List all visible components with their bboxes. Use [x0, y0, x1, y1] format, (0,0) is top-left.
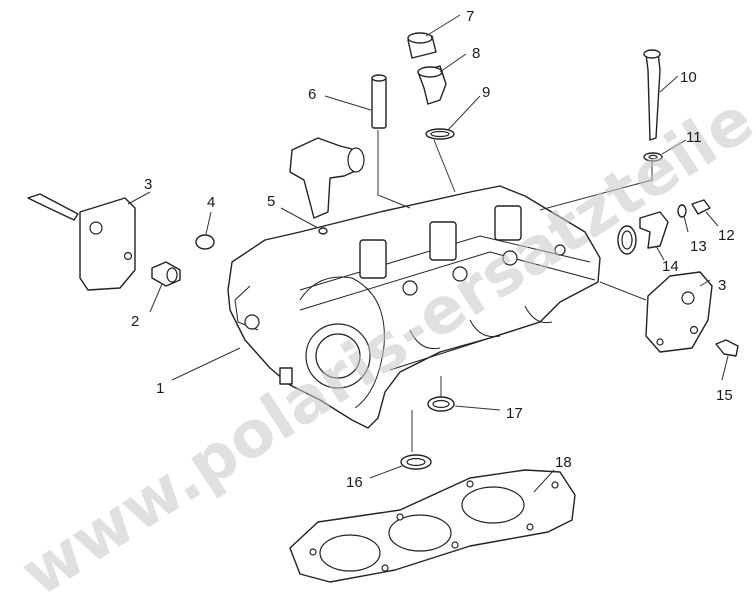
- short-bolt: [715, 339, 739, 357]
- callout-1: 1: [156, 380, 164, 397]
- cylinder-head: [227, 185, 601, 429]
- o-ring-small: [318, 227, 328, 235]
- banjo-bolt: [691, 199, 711, 215]
- callout-18: 18: [555, 454, 572, 471]
- oil-seal-right: [617, 225, 637, 255]
- left-mount-bracket: [79, 197, 136, 291]
- callout-3-right: 3: [718, 277, 726, 294]
- callout-6: 6: [308, 86, 316, 103]
- sleeve: [417, 65, 447, 105]
- valve-guide: [371, 74, 387, 129]
- callout-8: 8: [472, 45, 480, 62]
- sealing-washer: [677, 204, 687, 218]
- control-valve: [289, 137, 365, 219]
- callout-14: 14: [662, 258, 679, 275]
- callout-9: 9: [482, 84, 490, 101]
- long-bolt-right: [643, 49, 661, 141]
- right-mount-bracket: [645, 271, 713, 353]
- head-gasket: [289, 469, 576, 583]
- callout-16: 16: [346, 474, 363, 491]
- callout-17: 17: [506, 405, 523, 422]
- callout-3-left: 3: [144, 176, 152, 193]
- cap: [407, 32, 437, 59]
- leader-lines: [127, 14, 729, 493]
- plug: [195, 234, 215, 250]
- callout-15: 15: [716, 387, 733, 404]
- spacer-sleeve: [151, 261, 181, 287]
- long-bolt-left: [27, 193, 79, 221]
- callout-12: 12: [718, 227, 735, 244]
- callout-labels: 1 2 3 4 5 6 7 8 9 10 11 12 13 14 3 15 16…: [131, 8, 735, 491]
- o-ring: [425, 128, 455, 140]
- callout-2: 2: [131, 313, 139, 330]
- callout-7: 7: [466, 8, 474, 25]
- seal-ring-17: [427, 396, 455, 412]
- washer: [643, 152, 663, 162]
- elbow-fitting: [639, 211, 669, 249]
- callout-11: 11: [686, 129, 702, 146]
- callout-4: 4: [207, 194, 215, 211]
- callout-13: 13: [690, 238, 707, 255]
- callout-5: 5: [267, 193, 275, 210]
- callout-10: 10: [680, 69, 697, 86]
- seal-ring-16: [400, 454, 432, 470]
